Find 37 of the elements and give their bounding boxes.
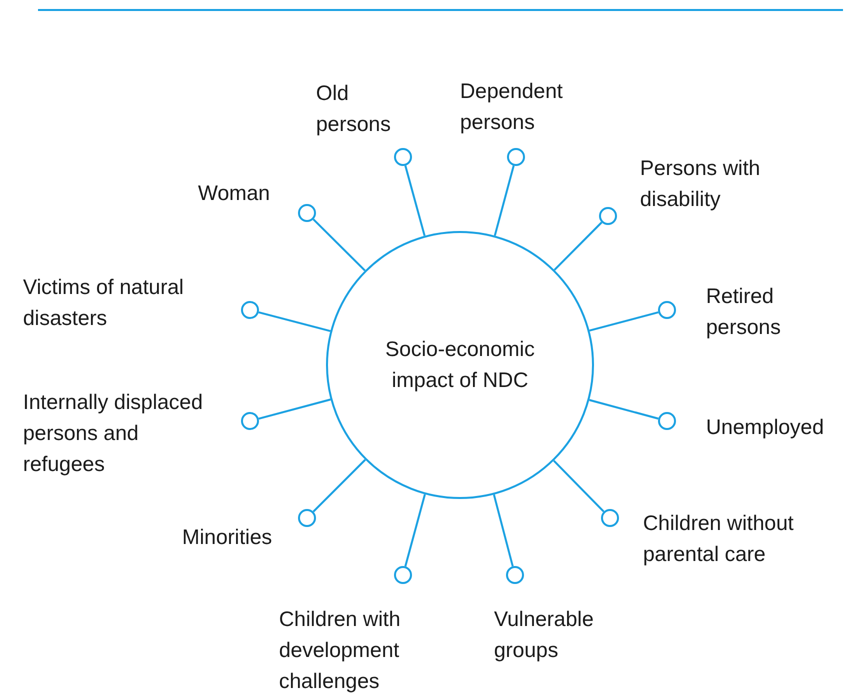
center-title: Socio-economic impact of NDC (384, 337, 536, 394)
small-circle (658, 301, 676, 319)
small-circle (298, 509, 316, 527)
group-label: Dependent persons (460, 79, 564, 136)
connector-line (404, 165, 426, 236)
small-circle (241, 301, 259, 319)
small-circle (241, 412, 259, 430)
small-circle (298, 204, 316, 222)
connector-line (312, 459, 366, 512)
group-label: Children without parental care (643, 511, 795, 568)
small-circle (507, 148, 525, 166)
connector-line (258, 311, 331, 332)
connector-line (492, 494, 514, 567)
group-label: Retired persons (706, 284, 782, 341)
group-label: Woman (197, 181, 270, 207)
connector-line (312, 218, 366, 272)
small-circle (601, 509, 619, 527)
small-circle (394, 148, 412, 166)
connector-line (404, 494, 426, 567)
small-circle (658, 412, 676, 430)
group-label: Vulnerable groups (494, 607, 595, 664)
small-circle (506, 566, 524, 584)
connector-line (258, 398, 331, 420)
group-label: Internally displaced persons and refugees (23, 390, 204, 478)
group-label: Minorities (181, 525, 272, 551)
small-circle (394, 566, 412, 584)
connector-line (589, 399, 659, 420)
small-circle (599, 207, 617, 225)
group-label: Unemployed (706, 415, 825, 441)
connector-line (554, 222, 602, 271)
connector-line (494, 165, 515, 236)
group-label: Children with development challenges (279, 607, 402, 693)
connector-line (589, 311, 659, 332)
group-label: Old persons (316, 81, 392, 138)
group-label: Persons with disability (640, 156, 762, 213)
group-label: Victims of natural disasters (23, 275, 185, 332)
connector-line (553, 460, 604, 512)
